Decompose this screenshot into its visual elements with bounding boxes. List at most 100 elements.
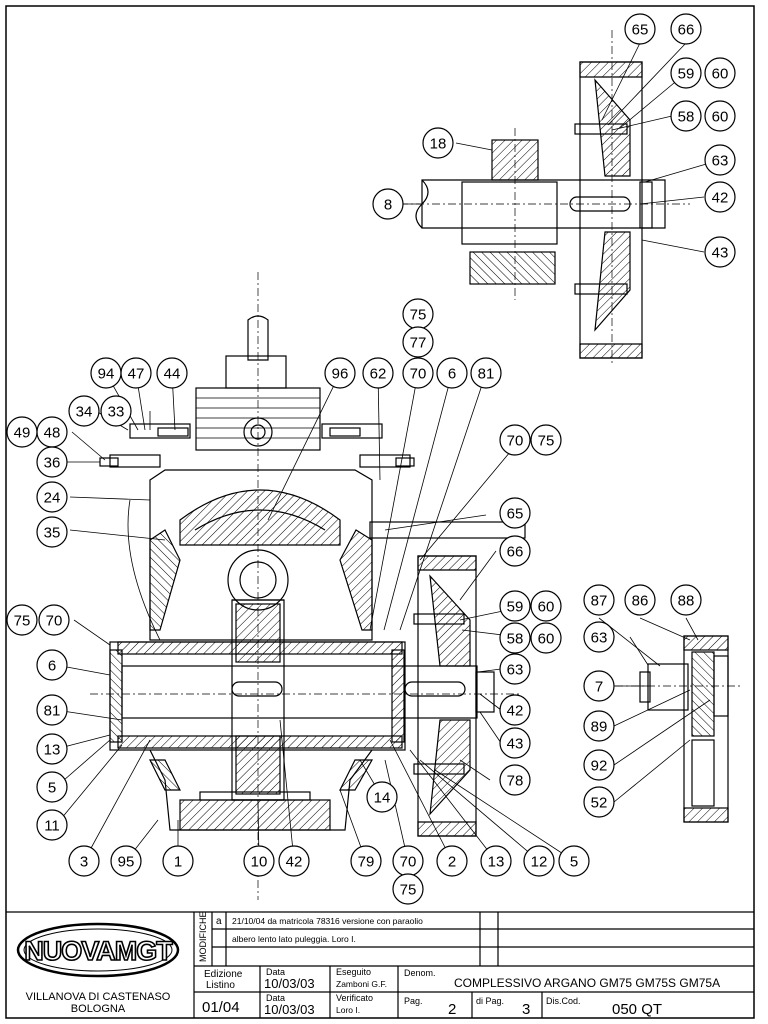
- callout-label: 75: [14, 613, 31, 630]
- dis-cod-label: Dis.Cod.: [546, 996, 581, 1006]
- logo-text: NUOVAMGT: [24, 936, 173, 966]
- callout-circle: [36, 516, 68, 548]
- callout-75: 75: [6, 604, 38, 636]
- callout-33: 33: [100, 395, 132, 427]
- parts-drawing: [90, 30, 740, 900]
- callout-63: 63: [499, 653, 531, 685]
- company-city: BOLOGNA: [71, 1003, 126, 1015]
- callout-circle: [499, 694, 531, 726]
- callout-70: 70: [392, 845, 424, 877]
- callout-92: 92: [583, 749, 615, 781]
- callout-circle: [392, 873, 424, 905]
- callout-label: 81: [44, 703, 61, 720]
- callout-circle: [324, 357, 356, 389]
- callout-label: 48: [44, 425, 61, 442]
- callout-81: 81: [470, 357, 502, 389]
- callout-36: 36: [36, 446, 68, 478]
- callout-75: 75: [402, 298, 434, 330]
- callout-circle: [499, 653, 531, 685]
- company-location: VILLANOVA DI CASTENASO: [26, 991, 171, 1003]
- callout-circle: [100, 395, 132, 427]
- callout-81: 81: [36, 694, 68, 726]
- callout-label: 5: [570, 854, 578, 871]
- callout-70: 70: [38, 604, 70, 636]
- callout-66: 66: [499, 535, 531, 567]
- callout-label: 47: [128, 366, 145, 383]
- title-block: [6, 911, 754, 1018]
- denom-value: COMPLESSIVO ARGANO GM75 GM75S GM75A: [454, 976, 720, 990]
- callout-circle: [499, 424, 531, 456]
- callout-circle: [362, 357, 394, 389]
- callout-label: 8: [384, 197, 392, 214]
- callout-label: 70: [400, 854, 417, 871]
- callout-circle: [499, 497, 531, 529]
- callout-60: 60: [704, 57, 736, 89]
- drawing-frame: [5, 5, 755, 1019]
- callout-label: 89: [591, 719, 608, 736]
- callout-63: 63: [583, 621, 615, 653]
- callout-43: 43: [704, 236, 736, 268]
- callout-circle: [402, 326, 434, 358]
- callout-circle: [670, 13, 702, 45]
- callout-label: 81: [478, 366, 495, 383]
- callout-label: 60: [712, 66, 729, 83]
- callout-circle: [704, 57, 736, 89]
- callout-label: 33: [108, 404, 125, 421]
- callout-label: 65: [507, 506, 524, 523]
- callout-label: 10: [251, 854, 268, 871]
- callout-78: 78: [499, 764, 531, 796]
- callout-58: 58: [670, 100, 702, 132]
- callout-7: 7: [583, 670, 615, 702]
- eseguito-label: Eseguito: [336, 967, 371, 977]
- callout-circle: [372, 188, 404, 220]
- callout-circle: [670, 584, 702, 616]
- callout-circle: [68, 845, 100, 877]
- callout-label: 42: [712, 190, 729, 207]
- callout-circle: [36, 771, 68, 803]
- callout-circle: [530, 590, 562, 622]
- callout-circle: [120, 357, 152, 389]
- callout-label: 2: [448, 854, 456, 871]
- callout-70: 70: [402, 357, 434, 389]
- callout-circle: [36, 809, 68, 841]
- callout-47: 47: [120, 357, 152, 389]
- callout-label: 14: [374, 790, 391, 807]
- rev-line-1: 21/10/04 da matricola 78316 versione con…: [232, 916, 423, 926]
- callout-circle: [583, 670, 615, 702]
- callout-label: 70: [410, 366, 427, 383]
- callout-5: 5: [36, 771, 68, 803]
- callout-label: 75: [410, 307, 427, 324]
- callout-label: 58: [507, 631, 524, 648]
- callout-label: 60: [712, 109, 729, 126]
- callout-label: 7: [595, 679, 603, 696]
- callout-circle: [670, 57, 702, 89]
- callout-42: 42: [499, 694, 531, 726]
- callout-circle: [36, 446, 68, 478]
- callout-79: 79: [350, 845, 382, 877]
- callout-circle: [436, 845, 468, 877]
- callout-circle: [243, 845, 275, 877]
- callout-label: 66: [507, 544, 524, 561]
- callout-circle: [530, 622, 562, 654]
- callout-62: 62: [362, 357, 394, 389]
- callout-label: 63: [507, 662, 524, 679]
- callout-42: 42: [278, 845, 310, 877]
- callout-87: 87: [583, 584, 615, 616]
- callout-58: 58: [499, 622, 531, 654]
- data-label-2: Data: [266, 993, 285, 1003]
- callout-12: 12: [523, 845, 555, 877]
- callout-label: 11: [44, 818, 60, 835]
- callout-circle: [499, 535, 531, 567]
- callout-60: 60: [530, 622, 562, 654]
- dis-cod-value: 050 QT: [612, 1001, 662, 1018]
- callout-circle: [36, 649, 68, 681]
- callout-label: 12: [531, 854, 548, 871]
- callout-label: 59: [678, 66, 695, 83]
- callout-65: 65: [499, 497, 531, 529]
- callout-circle: [624, 584, 656, 616]
- verificato-label: Verificato: [336, 993, 373, 1003]
- callout-5: 5: [558, 845, 590, 877]
- pag-value: 2: [448, 1001, 456, 1018]
- callout-86: 86: [624, 584, 656, 616]
